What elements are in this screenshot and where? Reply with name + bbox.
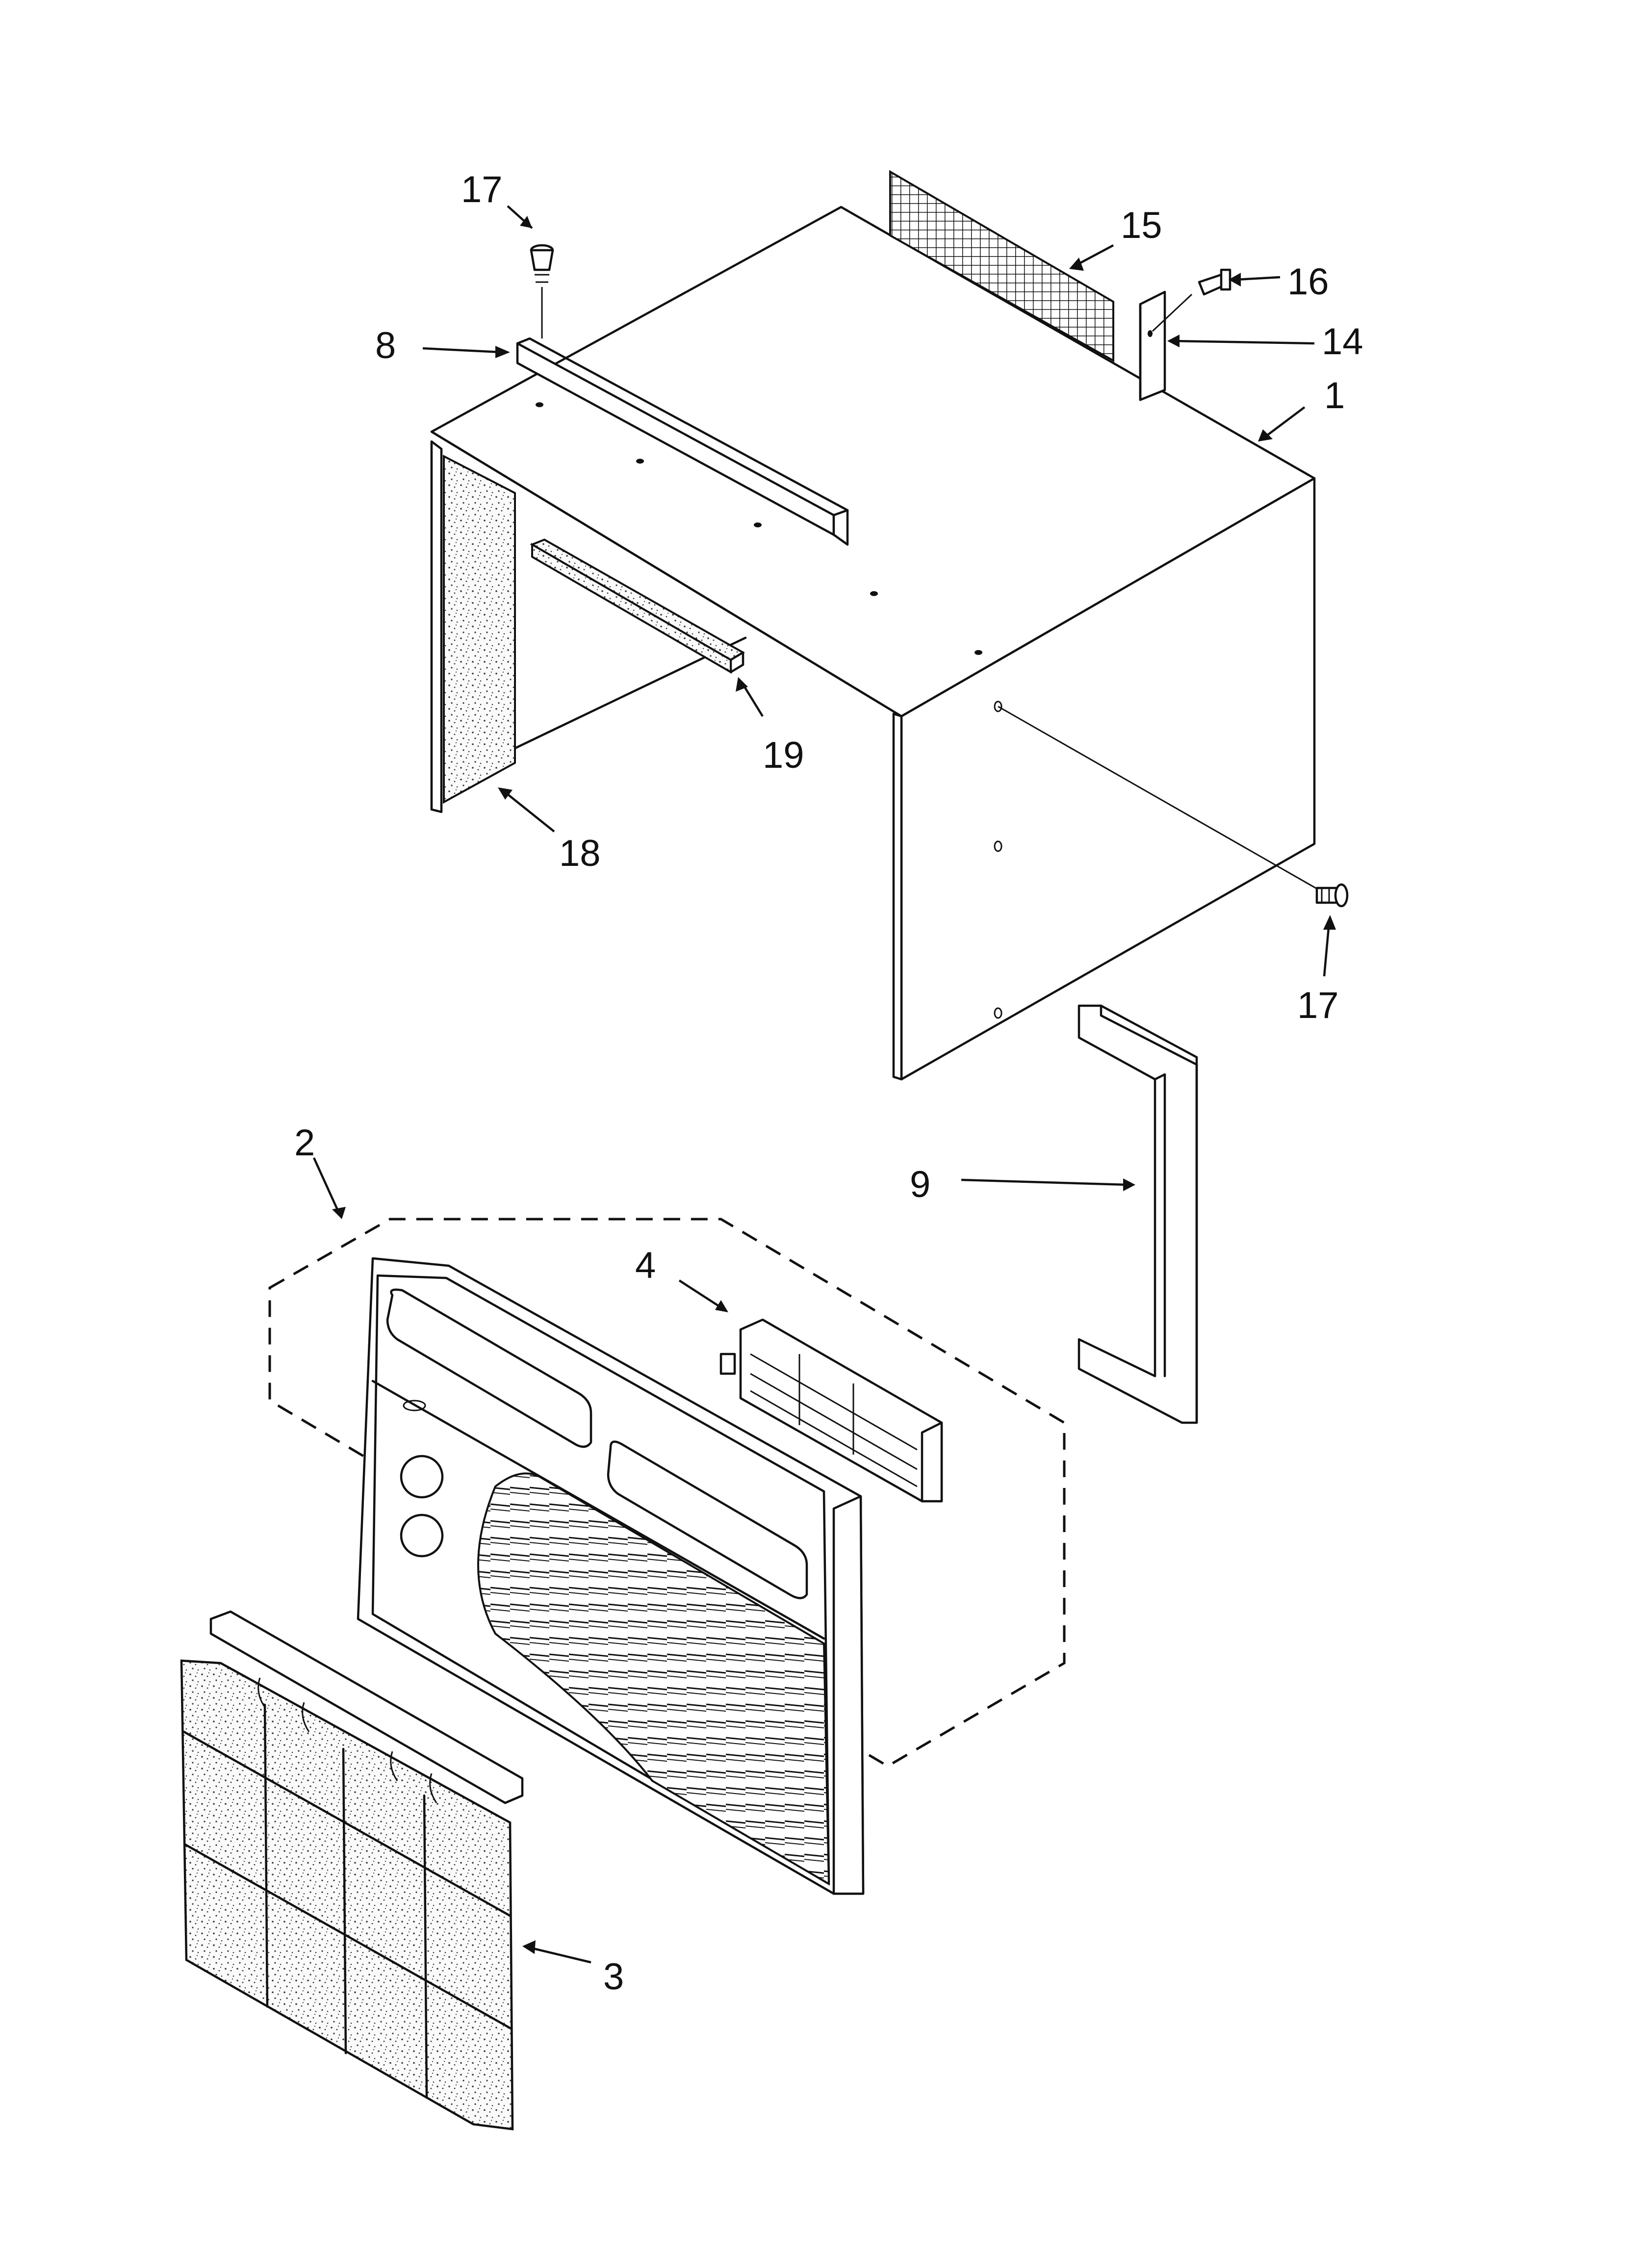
screw-17-top <box>530 244 554 339</box>
callout-9: 9 <box>910 1164 930 1205</box>
top-mounting-holes <box>536 402 982 655</box>
cabinet-housing <box>430 206 1325 1081</box>
callout-16: 16 <box>1287 261 1329 303</box>
callout-labels: 17 8 15 16 14 1 19 18 17 2 9 4 3 <box>294 169 1363 1998</box>
air-filter-3 <box>180 1610 524 2131</box>
control-knob-top <box>400 1455 444 1499</box>
foam-strip-19 <box>530 538 745 674</box>
callout-17-side: 17 <box>1297 985 1339 1026</box>
callout-15: 15 <box>1121 205 1162 246</box>
control-knob-bottom <box>400 1513 444 1558</box>
callout-3: 3 <box>603 1956 624 1998</box>
screw-16 <box>1152 268 1232 332</box>
side-curtain-9 <box>1078 1004 1198 1424</box>
vent-louver-4 <box>719 1318 943 1503</box>
rear-grille-mesh <box>889 170 1114 363</box>
callout-19: 19 <box>763 734 804 776</box>
top-rail-8 <box>516 337 849 546</box>
callout-1: 1 <box>1324 375 1345 417</box>
callout-18: 18 <box>559 833 601 874</box>
callout-2: 2 <box>294 1122 315 1164</box>
front-panel-2 <box>357 1257 865 1895</box>
callout-8: 8 <box>375 325 396 366</box>
cabinet-front-flange <box>892 712 903 1081</box>
callout-leaders <box>312 205 1336 1964</box>
side-bracket <box>1139 290 1166 401</box>
side-foam-seal-18 <box>430 440 516 813</box>
side-mounting-holes <box>994 701 1002 1019</box>
callout-17-top: 17 <box>461 169 503 210</box>
callout-4: 4 <box>635 1245 656 1286</box>
screw-17-side <box>1315 883 1349 908</box>
callout-14: 14 <box>1322 321 1363 363</box>
